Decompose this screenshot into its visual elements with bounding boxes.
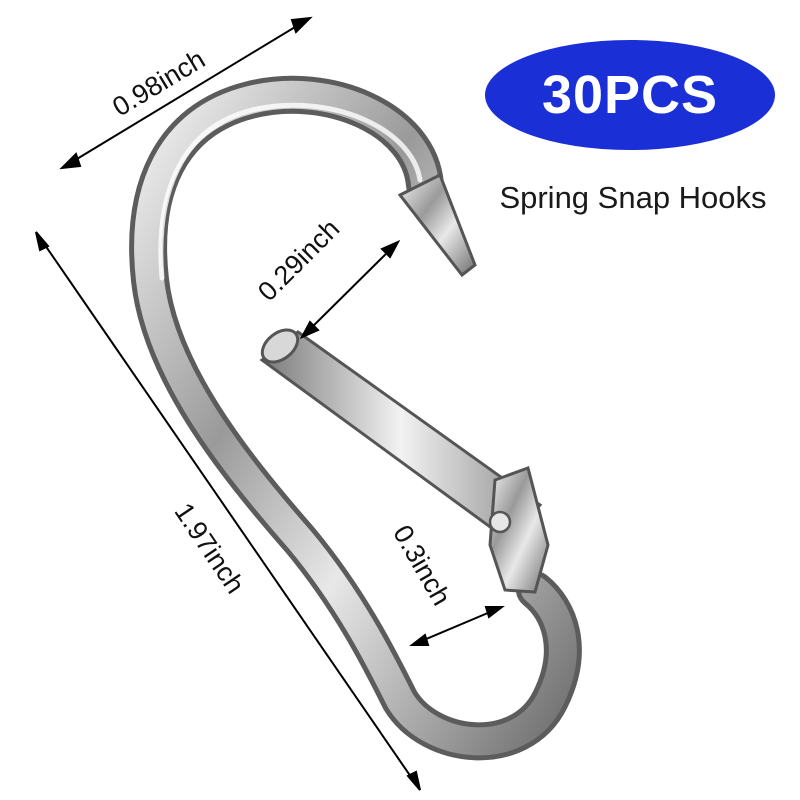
hook-tip [397,172,477,278]
product-subtitle: Spring Snap Hooks [499,180,767,215]
spring-gate [259,328,550,594]
quantity-badge: 30PCS [485,40,775,150]
dimension-lines [35,16,505,791]
quantity-label: 30PCS [541,65,719,125]
